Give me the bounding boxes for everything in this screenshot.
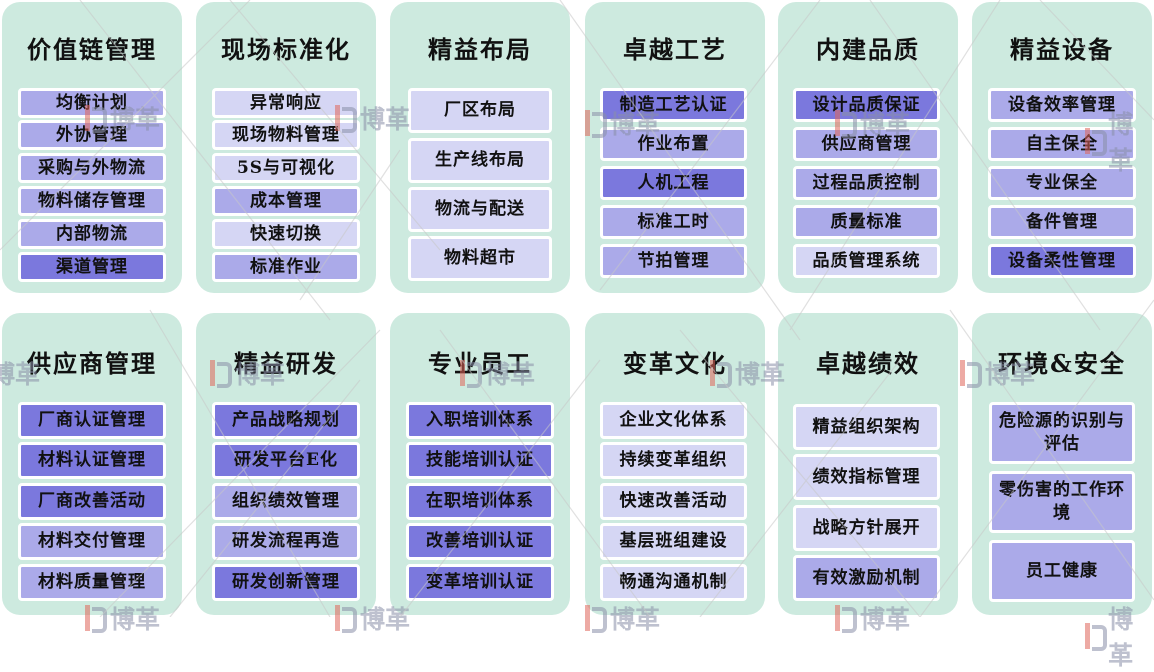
item-box: 研发平台E化 bbox=[212, 442, 360, 479]
item-box: 外协管理 bbox=[18, 120, 166, 150]
item-box: 组织绩效管理 bbox=[212, 483, 360, 520]
item-box: 制造工艺认证 bbox=[600, 88, 747, 122]
item-box: 厂商改善活动 bbox=[18, 483, 166, 520]
item-box: 有效激励机制 bbox=[793, 555, 940, 601]
panel-excellent-performance: 卓越绩效 精益组织架构 绩效指标管理 战略方针展开 有效激励机制 bbox=[778, 313, 958, 615]
item-box: 标准作业 bbox=[212, 252, 360, 282]
panel-site-standardization: 现场标准化 异常响应 现场物料管理 5S与可视化 成本管理 快速切换 标准作业 bbox=[196, 2, 376, 293]
item-box: 设计品质保证 bbox=[793, 88, 940, 122]
panel-title: 卓越绩效 bbox=[816, 349, 920, 378]
panel-lean-layout: 精益布局 厂区布局 生产线布局 物流与配送 物料超市 bbox=[390, 2, 570, 293]
panel-title: 供应商管理 bbox=[27, 349, 157, 378]
panel-supplier-management: 供应商管理 厂商认证管理 材料认证管理 厂商改善活动 材料交付管理 材料质量管理 bbox=[2, 313, 182, 615]
panel-title: 价值链管理 bbox=[27, 35, 157, 64]
item-box: 专业保全 bbox=[988, 166, 1136, 200]
item-box: 渠道管理 bbox=[18, 252, 166, 282]
item-box: 作业布置 bbox=[600, 127, 747, 161]
item-box: 材料认证管理 bbox=[18, 442, 166, 479]
item-box: 设备柔性管理 bbox=[988, 244, 1136, 278]
item-box: 零伤害的工作环境 bbox=[989, 471, 1135, 533]
item-box: 绩效指标管理 bbox=[793, 454, 940, 500]
item-box: 变革培训认证 bbox=[406, 564, 554, 601]
item-box: 材料质量管理 bbox=[18, 564, 166, 601]
item-box: 企业文化体系 bbox=[600, 402, 747, 439]
item-box: 技能培训认证 bbox=[406, 442, 554, 479]
item-box: 自主保全 bbox=[988, 127, 1136, 161]
panel-value-chain: 价值链管理 均衡计划 外协管理 采购与外物流 物料储存管理 内部物流 渠道管理 bbox=[2, 2, 182, 293]
panel-title: 现场标准化 bbox=[221, 35, 351, 64]
panel-lean-rnd: 精益研发 产品战略规划 研发平台E化 组织绩效管理 研发流程再造 研发创新管理 bbox=[196, 313, 376, 615]
item-box: 畅通沟通机制 bbox=[600, 564, 747, 601]
item-box: 员工健康 bbox=[989, 540, 1135, 602]
item-box: 厂区布局 bbox=[408, 88, 552, 133]
item-box: 质量标准 bbox=[793, 205, 940, 239]
item-box: 内部物流 bbox=[18, 219, 166, 249]
item-box: 产品战略规划 bbox=[212, 402, 360, 439]
item-box: 人机工程 bbox=[600, 166, 747, 200]
item-box: 设备效率管理 bbox=[988, 88, 1136, 122]
item-box: 材料交付管理 bbox=[18, 523, 166, 560]
item-box: 过程品质控制 bbox=[793, 166, 940, 200]
item-box: 采购与外物流 bbox=[18, 153, 166, 183]
panel-title: 内建品质 bbox=[816, 35, 920, 64]
panel-change-culture: 变革文化 企业文化体系 持续变革组织 快速改善活动 基层班组建设 畅通沟通机制 bbox=[585, 313, 765, 615]
item-box: 5S与可视化 bbox=[212, 153, 360, 183]
item-box: 生产线布局 bbox=[408, 138, 552, 183]
item-box: 持续变革组织 bbox=[600, 442, 747, 479]
panel-title: 环境&安全 bbox=[998, 349, 1126, 378]
item-box: 品质管理系统 bbox=[793, 244, 940, 278]
panel-title: 卓越工艺 bbox=[623, 35, 727, 64]
item-box: 改善培训认证 bbox=[406, 523, 554, 560]
item-box: 快速切换 bbox=[212, 219, 360, 249]
item-box: 节拍管理 bbox=[600, 244, 747, 278]
item-box: 成本管理 bbox=[212, 186, 360, 216]
panel-title: 变革文化 bbox=[623, 349, 727, 378]
item-box: 快速改善活动 bbox=[600, 483, 747, 520]
item-box: 异常响应 bbox=[212, 88, 360, 118]
item-box: 在职培训体系 bbox=[406, 483, 554, 520]
item-box: 物料储存管理 bbox=[18, 186, 166, 216]
logo-mark-icon bbox=[1085, 623, 1108, 651]
item-box: 战略方针展开 bbox=[793, 505, 940, 551]
item-box: 入职培训体系 bbox=[406, 402, 554, 439]
panel-lean-equipment: 精益设备 设备效率管理 自主保全 专业保全 备件管理 设备柔性管理 bbox=[972, 2, 1152, 293]
item-box: 研发创新管理 bbox=[212, 564, 360, 601]
panel-built-in-quality: 内建品质 设计品质保证 供应商管理 过程品质控制 质量标准 品质管理系统 bbox=[778, 2, 958, 293]
panel-environment-safety: 环境&安全 危险源的识别与评估 零伤害的工作环境 员工健康 bbox=[972, 313, 1152, 615]
item-box: 研发流程再造 bbox=[212, 523, 360, 560]
panel-title: 精益设备 bbox=[1010, 35, 1114, 64]
item-box: 标准工时 bbox=[600, 205, 747, 239]
item-box: 厂商认证管理 bbox=[18, 402, 166, 439]
item-box: 危险源的识别与评估 bbox=[989, 402, 1135, 464]
panel-professional-staff: 专业员工 入职培训体系 技能培训认证 在职培训体系 改善培训认证 变革培训认证 bbox=[390, 313, 570, 615]
item-box: 物流与配送 bbox=[408, 187, 552, 232]
panel-title: 专业员工 bbox=[428, 349, 532, 378]
panel-title: 精益研发 bbox=[234, 349, 338, 378]
item-box: 均衡计划 bbox=[18, 88, 166, 118]
item-box: 备件管理 bbox=[988, 205, 1136, 239]
item-box: 物料超市 bbox=[408, 236, 552, 281]
panel-title: 精益布局 bbox=[428, 35, 532, 64]
item-box: 现场物料管理 bbox=[212, 120, 360, 150]
panel-excellent-process: 卓越工艺 制造工艺认证 作业布置 人机工程 标准工时 节拍管理 bbox=[585, 2, 765, 293]
item-box: 供应商管理 bbox=[793, 127, 940, 161]
item-box: 精益组织架构 bbox=[793, 404, 940, 450]
item-box: 基层班组建设 bbox=[600, 523, 747, 560]
